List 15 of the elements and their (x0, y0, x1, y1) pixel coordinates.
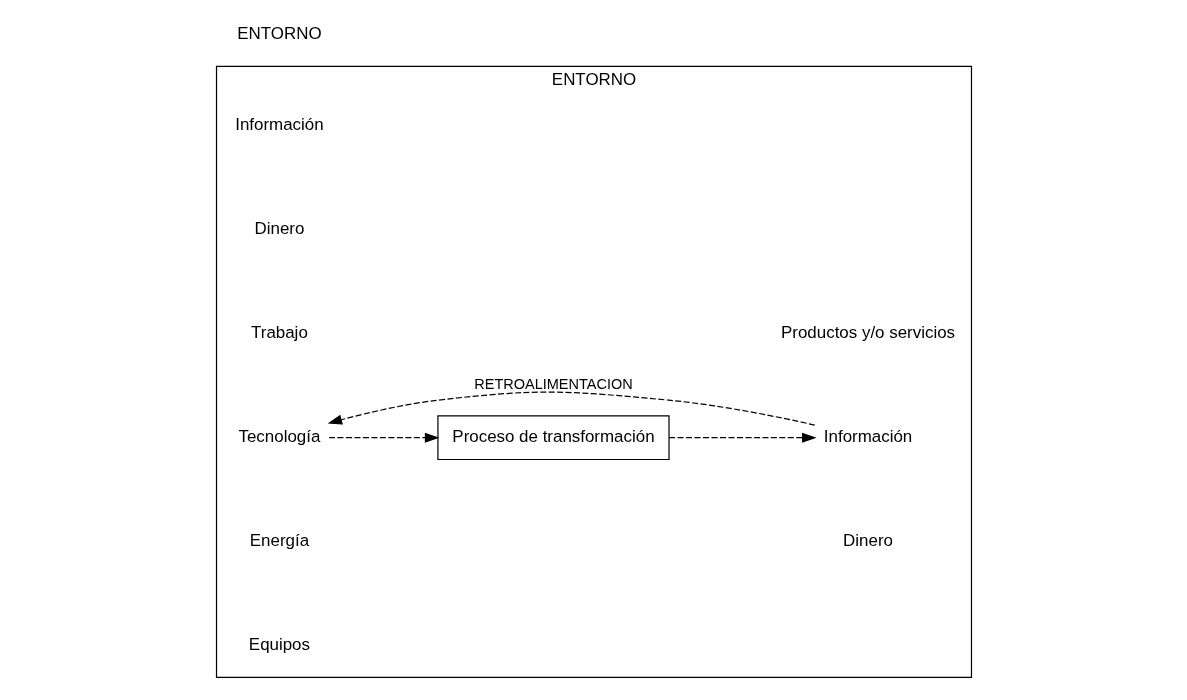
node-text: Trabajo (250, 323, 308, 343)
node-text: Dinero (842, 531, 893, 551)
node-text: Información (234, 115, 324, 135)
edge-label: RETROALIMENTACION (473, 375, 633, 392)
arrow (668, 432, 817, 443)
arrow (328, 432, 439, 443)
arrow (327, 391, 815, 426)
node-text: Energía (249, 531, 309, 551)
node-text: Dinero (254, 219, 304, 239)
label: ENTORNO (236, 24, 322, 44)
node-text: Equipos (248, 635, 310, 655)
node-text: Información (823, 427, 912, 447)
node-text: Tecnología (238, 427, 320, 447)
node-box: Proceso de transformación (436, 415, 670, 461)
node-text: Productos y/o servicios (780, 323, 955, 343)
